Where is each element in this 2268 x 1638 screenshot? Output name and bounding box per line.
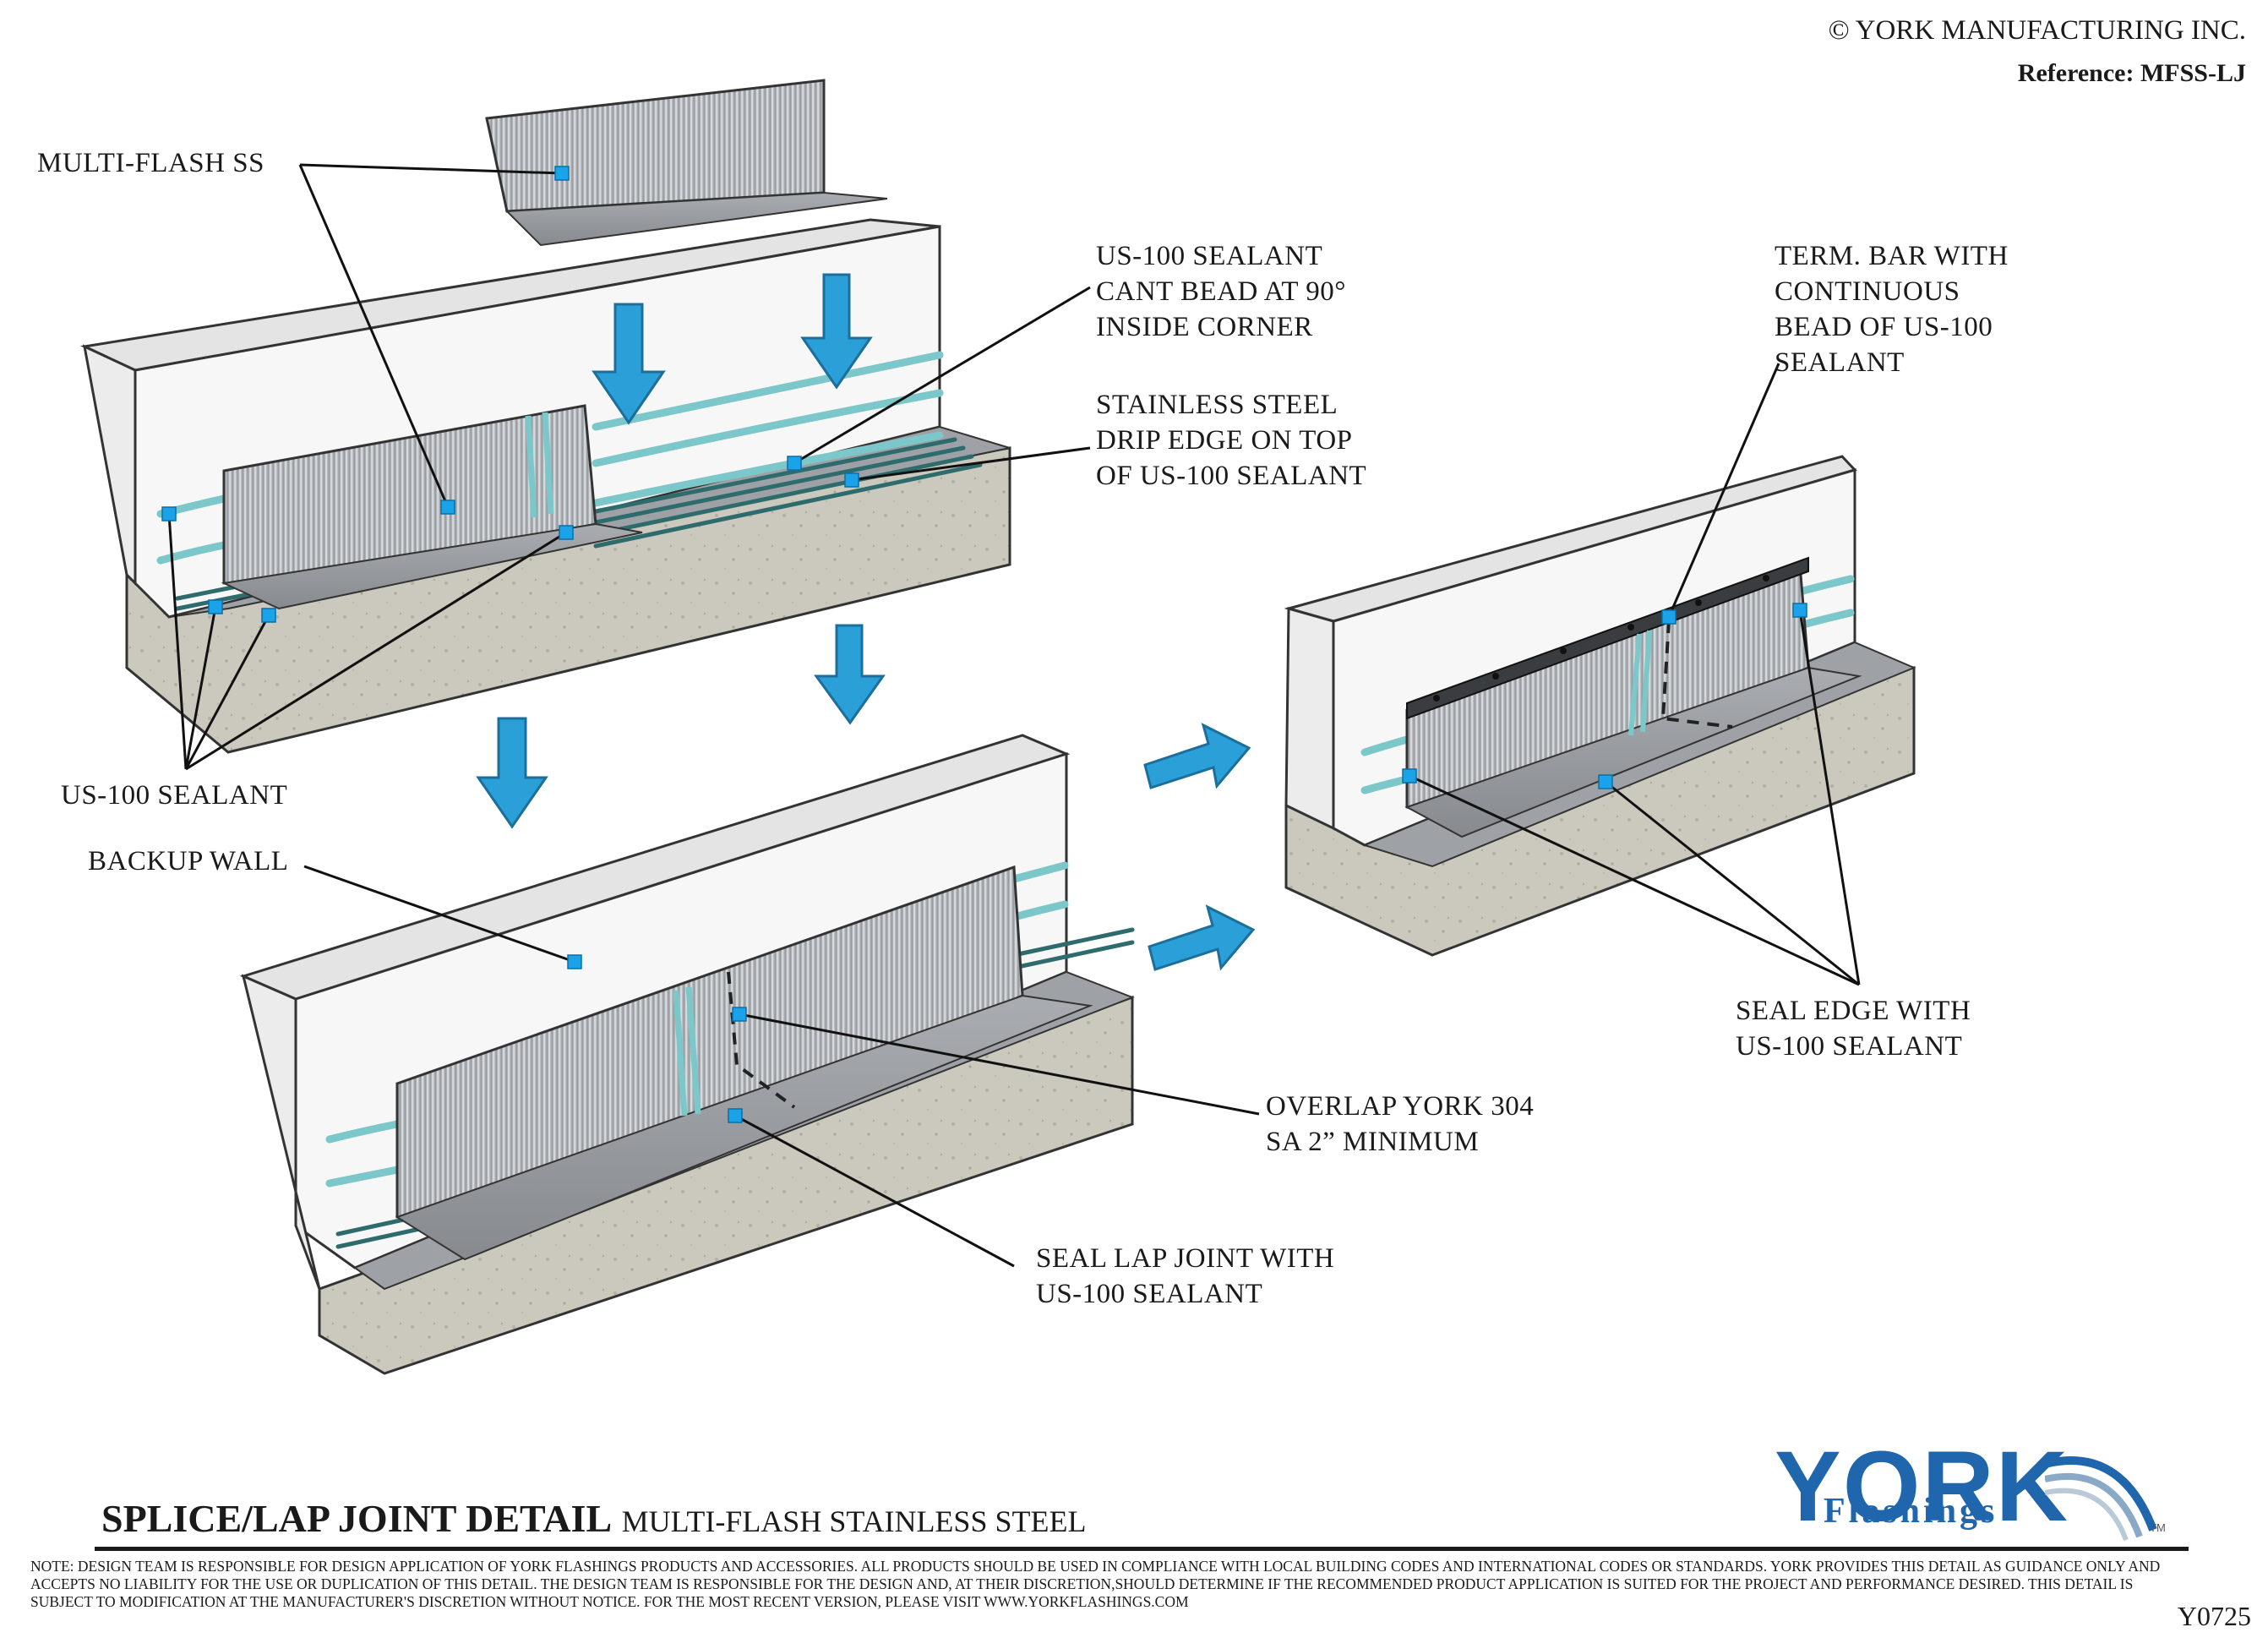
- arrow-down-1: [592, 303, 666, 425]
- label-term-bar: TERM. BAR WITH CONTINUOUS BEAD OF US-100…: [1775, 241, 2009, 378]
- detail-title: SPLICE/LAP JOINT DETAIL: [101, 1497, 613, 1540]
- arrow-down-2: [800, 273, 873, 390]
- detail-subtitle: MULTI-FLASH STAINLESS STEEL: [621, 1504, 1087, 1538]
- assembly-lapped: [239, 734, 1135, 1375]
- marker-seal-lap: [728, 1108, 743, 1123]
- label-us100-sealant: US-100 SEALANT: [61, 780, 288, 811]
- title-block: SPLICE/LAP JOINT DETAIL MULTI-FLASH STAI…: [101, 1496, 1086, 1541]
- marker-sealant-4: [559, 525, 574, 540]
- marker-seal-edge-1: [1402, 768, 1417, 784]
- copyright-text: © YORK MANUFACTURING INC.: [1828, 15, 2246, 46]
- process-arrows: [476, 273, 1256, 971]
- marker-backup-wall: [567, 954, 582, 969]
- label-cant-bead: US-100 SEALANT CANT BEAD AT 90° INSIDE C…: [1096, 241, 1346, 342]
- arrow-right-1: [1143, 723, 1251, 789]
- marker-cant-bead: [787, 456, 802, 471]
- label-seal-lap: SEAL LAP JOINT WITH US-100 SEALANT: [1036, 1243, 1335, 1309]
- marker-seal-edge-2: [1598, 774, 1613, 789]
- marker-sealant-3: [261, 608, 276, 623]
- marker-drip-edge: [844, 472, 859, 488]
- york-logo-trademark: TM: [2150, 1521, 2166, 1534]
- label-multi-flash-ss: MULTI-FLASH SS: [37, 148, 264, 178]
- marker-overlap: [732, 1007, 747, 1022]
- leader-lines: [167, 163, 1861, 1268]
- arrow-down-4: [476, 717, 548, 829]
- multi-flash-floating: [485, 79, 826, 213]
- marker-term-bar: [1661, 609, 1676, 625]
- marker-sealant-1: [161, 506, 177, 521]
- reference-code: Reference: MFSS-LJ: [2017, 59, 2246, 87]
- assembly-finished: [1284, 455, 1916, 957]
- marker-seal-edge-3: [1792, 603, 1807, 618]
- label-seal-edge: SEAL EDGE WITH US-100 SEALANT: [1736, 996, 1971, 1062]
- title-rule: [95, 1547, 2189, 1551]
- marker-multi-flash-installed: [440, 500, 455, 515]
- york-logo-swoosh: [2045, 1456, 2157, 1542]
- callout-markers: [161, 166, 1807, 1123]
- marker-multi-flash-floating: [554, 166, 570, 181]
- label-overlap: OVERLAP YORK 304 SA 2” MINIMUM: [1266, 1091, 1535, 1157]
- arrow-down-3: [814, 624, 886, 725]
- label-drip-edge: STAINLESS STEEL DRIP EDGE ON TOP OF US-1…: [1096, 390, 1367, 491]
- label-backup-wall: BACKUP WALL: [88, 846, 289, 876]
- arrow-right-2: [1148, 904, 1256, 971]
- drawing-code: Y0725: [2177, 1601, 2251, 1631]
- york-logo-tagline: Flashings: [1824, 1492, 1998, 1531]
- disclaimer-note: NOTE: DESIGN TEAM IS RESPONSIBLE FOR DES…: [30, 1558, 2161, 1610]
- york-logo-wordmark: YORK: [1775, 1431, 2069, 1542]
- marker-sealant-2: [208, 599, 223, 614]
